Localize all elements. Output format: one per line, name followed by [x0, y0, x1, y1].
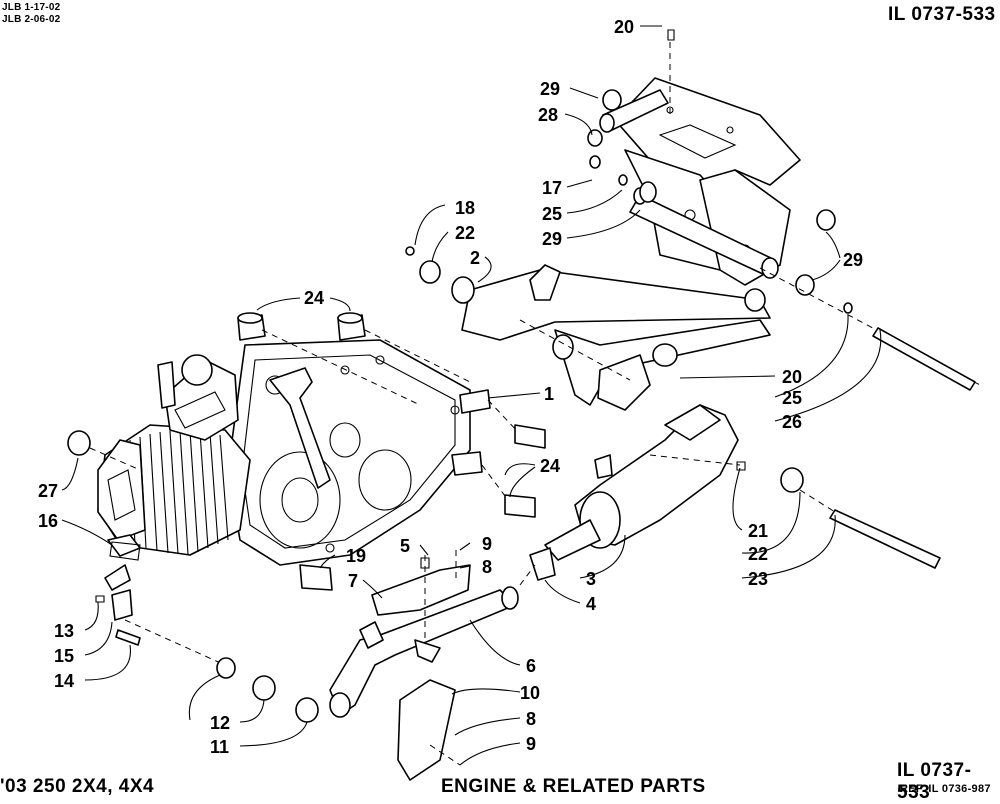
callout-9-upper: 9	[482, 534, 492, 554]
callout-13: 13	[54, 621, 74, 641]
callout-17: 17	[542, 178, 562, 198]
callout-15: 15	[54, 646, 74, 666]
callout-29-right: 29	[843, 250, 863, 270]
callout-20-top: 20	[614, 17, 634, 37]
callout-14: 14	[54, 671, 74, 691]
callout-29-upper: 29	[540, 79, 560, 99]
callout-8-lower: 8	[526, 709, 536, 729]
callout-18: 18	[455, 198, 475, 218]
callout-5: 5	[400, 536, 410, 556]
mount-hardware-lower	[519, 319, 941, 569]
callout-20-mid: 20	[782, 367, 802, 387]
callout-labels: 20 29 28 17 25 29 18 22 2 29 24 1 20 25 …	[38, 17, 863, 757]
callout-25-lower: 25	[782, 388, 802, 408]
callout-10: 10	[520, 683, 540, 703]
callout-6: 6	[526, 656, 536, 676]
engine-assembly	[97, 339, 471, 566]
callout-25-upper: 25	[542, 204, 562, 224]
reference-id: REF. IL 0736-987	[900, 783, 991, 795]
exhaust-system	[95, 404, 739, 781]
callout-8-upper: 8	[482, 557, 492, 577]
callout-24-lower: 24	[540, 456, 560, 476]
callout-11: 11	[210, 737, 229, 757]
callout-4: 4	[586, 594, 596, 614]
callout-19: 19	[346, 546, 366, 566]
model-label: '03 250 2X4, 4X4	[0, 776, 155, 797]
illustration-id-top: IL 0737-533	[888, 4, 996, 25]
callout-28: 28	[538, 105, 558, 125]
callout-26: 26	[782, 412, 802, 432]
page-title: ENGINE & RELATED PARTS	[441, 776, 706, 797]
revision-line-1: JLB 1-17-02	[2, 2, 61, 13]
leader-lines	[61, 25, 882, 766]
engine-mount-frame	[599, 77, 801, 286]
callout-23: 23	[748, 569, 768, 589]
illustration-id-bottom: IL 0737-533	[897, 760, 972, 803]
revision-line-2: JLB 2-06-02	[2, 14, 61, 25]
callout-1: 1	[544, 384, 554, 404]
callout-21: 21	[748, 521, 768, 541]
callout-16: 16	[38, 511, 58, 531]
engine-mount-tubes	[405, 246, 771, 411]
callout-7: 7	[348, 571, 358, 591]
callout-2: 2	[470, 248, 480, 268]
callout-24-upper: 24	[304, 288, 324, 308]
callout-22-upper: 22	[455, 223, 475, 243]
callout-22-lower: 22	[748, 544, 768, 564]
callout-3: 3	[586, 569, 596, 589]
callout-27: 27	[38, 481, 58, 501]
engine-mount-hardware	[67, 312, 546, 591]
callout-12: 12	[210, 713, 230, 733]
callout-29-mid: 29	[542, 229, 562, 249]
callout-9-lower: 9	[526, 734, 536, 754]
